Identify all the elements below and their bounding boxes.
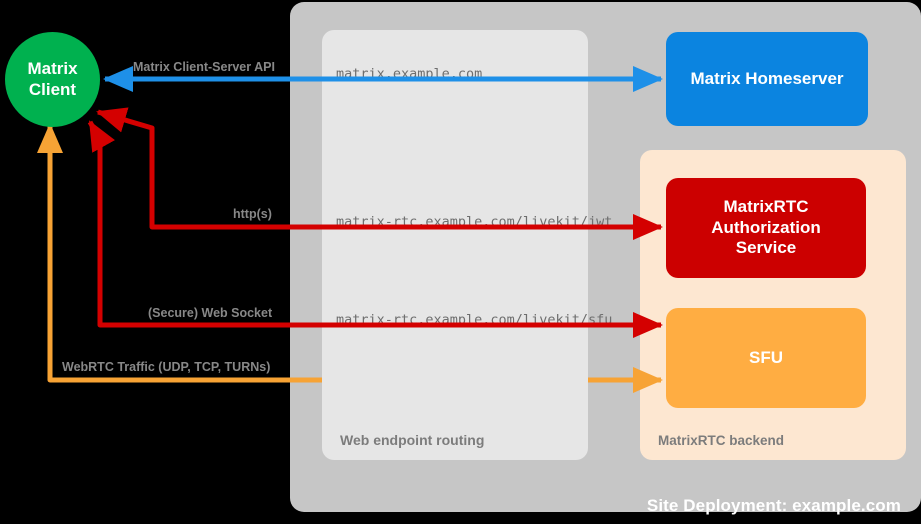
matrix-client-label-line2: Client	[28, 79, 77, 99]
auth-service-label-line3: Service	[735, 238, 797, 258]
flow-label-websocket: (Secure) Web Socket	[148, 306, 273, 320]
node-sfu[interactable]: SFU	[666, 308, 866, 408]
sfu-label: SFU	[749, 347, 783, 367]
flow-label-webrtc: WebRTC Traffic (UDP, TCP, TURNs)	[62, 360, 271, 374]
arrow-webrtc-flow-left	[37, 122, 322, 383]
matrix-homeserver-label: Matrix Homeserver	[690, 68, 844, 88]
arrow-https-flow	[96, 107, 664, 240]
web-endpoint-routing-label: Web endpoint routing	[340, 432, 485, 448]
matrixrtc-backend-label: MatrixRTC backend	[658, 433, 785, 448]
auth-service-label-line2: Authorization	[711, 217, 821, 237]
node-matrix-homeserver[interactable]: Matrix Homeserver	[666, 32, 868, 126]
auth-service-label-line1: MatrixRTC	[723, 197, 809, 217]
matrix-client-label-line1: Matrix	[27, 59, 78, 79]
node-matrix-client[interactable]: Matrix Client	[5, 32, 100, 127]
node-matrixrtc-authorization-service[interactable]: MatrixRTC Authorization Service	[666, 178, 866, 278]
arrow-websocket-flow	[87, 120, 664, 338]
site-deployment-label: Site Deployment: example.com	[646, 496, 901, 515]
flow-label-client-server-api: Matrix Client-Server API	[133, 60, 275, 74]
flow-label-https: http(s)	[233, 207, 272, 221]
